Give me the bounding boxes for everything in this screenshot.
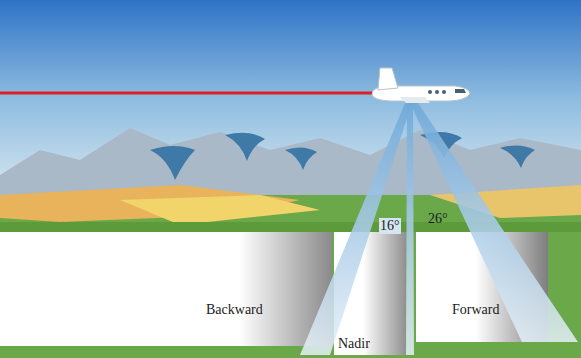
view-label: Nadir (337, 336, 371, 352)
view-label: Forward (451, 302, 500, 318)
angle-label: 16° (379, 218, 401, 234)
view-label: Backward (205, 302, 264, 318)
angle-label: 26° (427, 211, 449, 227)
